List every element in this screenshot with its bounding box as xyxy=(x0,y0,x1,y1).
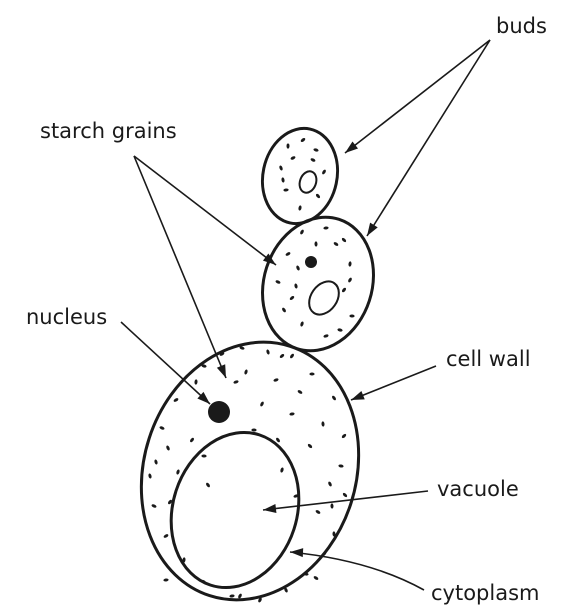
starch-grain-dot xyxy=(331,395,337,401)
starch-grain-dot xyxy=(173,397,179,402)
starch-grain-dot xyxy=(233,380,239,385)
starch-grain-dot xyxy=(300,137,306,143)
starch-grain-dot xyxy=(298,205,302,211)
starch-grain-dot xyxy=(294,283,298,289)
middle-bud-vacuole xyxy=(303,276,345,320)
label-vacuole: vacuole xyxy=(437,477,519,501)
starch-grain-dot xyxy=(348,261,352,267)
starch-arrowhead-main xyxy=(217,364,226,378)
label-cell-wall: cell wall xyxy=(446,347,531,371)
starch-grain-dot xyxy=(341,287,347,293)
starch-grain-dot xyxy=(347,277,352,283)
label-buds: buds xyxy=(496,14,547,38)
starch-grain-dot xyxy=(281,177,285,183)
small-bud-wall xyxy=(254,121,346,230)
starch-grain-dot xyxy=(279,353,285,359)
cell-wall-arrowhead xyxy=(351,391,365,400)
starch-grain-dot xyxy=(314,241,317,246)
starch-grain-dot xyxy=(189,437,195,443)
small-bud xyxy=(254,121,346,230)
starch-grain-dot xyxy=(313,148,319,152)
starch-grain-dot xyxy=(342,492,348,498)
middle-bud-starch-grain xyxy=(305,256,317,268)
starch-pointer-main xyxy=(134,156,226,378)
starch-grain-dot xyxy=(163,578,169,582)
starch-grain-dot xyxy=(337,328,343,332)
starch-grain-dot xyxy=(154,459,158,465)
starch-grain-dot xyxy=(289,412,295,416)
starch-grain-dot xyxy=(163,533,169,538)
starch-grain-dot xyxy=(310,157,316,162)
starch-grain-dot xyxy=(273,378,279,383)
starch-grain-dot xyxy=(275,437,280,443)
starch-grain-dot xyxy=(300,321,305,327)
main-cell xyxy=(109,314,392,611)
starch-grain-dot xyxy=(280,467,284,473)
middle-bud-starch-grains xyxy=(275,226,355,338)
starch-grain-dot xyxy=(251,428,256,431)
starch-grain-dot xyxy=(321,421,324,426)
buds-pointer-small xyxy=(345,40,490,153)
starch-grain-dot xyxy=(237,593,242,599)
starch-grain-dot xyxy=(159,426,165,431)
starch-grain-dot xyxy=(166,445,171,451)
starch-grain-dot xyxy=(289,353,295,359)
starch-grain-dot xyxy=(307,443,313,449)
starch-grain-dot xyxy=(266,349,270,355)
starch-grain-dot xyxy=(201,454,206,457)
label-starch-grains: starch grains xyxy=(40,119,177,143)
starch-grain-dot xyxy=(328,481,333,487)
starch-grain-dot xyxy=(330,503,333,508)
starch-grain-dot xyxy=(205,482,210,488)
starch-grain-dot xyxy=(333,241,339,246)
starch-grain-dot xyxy=(297,389,303,394)
starch-grain-dot xyxy=(229,594,235,598)
starch-grain-dot xyxy=(275,280,281,285)
starch-grain-dot xyxy=(151,504,157,509)
starch-grain-dot xyxy=(309,373,314,376)
starch-pointer-middle xyxy=(134,156,276,265)
starch-grain-dot xyxy=(281,307,286,313)
buds-arrowhead-middle xyxy=(367,223,378,236)
starch-grain-dot xyxy=(338,464,344,468)
starch-grain-dot xyxy=(283,188,288,191)
starch-grain-dot xyxy=(349,314,354,317)
starch-grain-dot xyxy=(279,165,284,171)
cytoplasm-arrowhead xyxy=(290,548,303,557)
cell-wall-pointer xyxy=(351,366,436,400)
starch-grain-dot xyxy=(323,334,329,338)
starch-grain-dot xyxy=(287,143,290,148)
starch-grain-dot xyxy=(194,379,198,384)
starch-grain-dot xyxy=(285,251,291,256)
starch-grain-dot xyxy=(289,295,295,301)
small-bud-vacuole xyxy=(297,169,320,195)
starch-grain-dot xyxy=(315,193,321,199)
label-nucleus: nucleus xyxy=(26,305,107,329)
starch-grain-dot xyxy=(341,433,347,439)
starch-grain-dot xyxy=(341,237,347,243)
starch-grain-dot xyxy=(259,401,264,407)
label-cytoplasm: cytoplasm xyxy=(431,581,540,605)
starch-grain-dot xyxy=(244,369,248,375)
vacuole-arrowhead xyxy=(263,504,276,513)
nucleus xyxy=(208,401,230,423)
starch-grain-dot xyxy=(315,509,321,514)
starch-grain-dot xyxy=(313,575,319,580)
cell-wall xyxy=(109,314,392,611)
starch-grain-dot xyxy=(148,473,152,479)
starch-grain-dot xyxy=(299,229,304,235)
starch-grain-dot xyxy=(176,469,180,475)
starch-grain-dot xyxy=(321,169,326,175)
cytoplasm-pointer xyxy=(290,552,424,590)
starch-grain-dot xyxy=(323,226,329,230)
buds-pointer-middle xyxy=(367,40,490,236)
starch-grain-dot xyxy=(296,265,301,271)
starch-grain-dot xyxy=(290,156,296,161)
buds-arrowhead-small xyxy=(345,141,358,153)
nucleus-pointer xyxy=(121,322,210,404)
